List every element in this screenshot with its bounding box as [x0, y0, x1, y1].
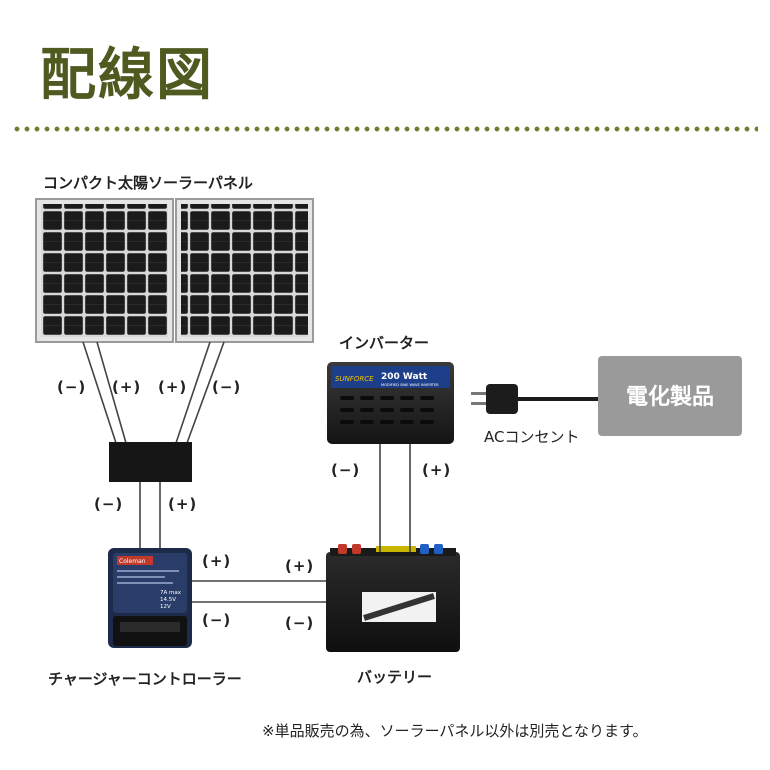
inverter: SUNFORCE 200 Watt MODIFIED SINE WAVE INV…	[327, 362, 454, 444]
battery-wires	[192, 580, 332, 603]
inverter-label: インバーター	[339, 334, 430, 352]
polarity-panel-right-neg: (−)	[212, 378, 242, 396]
controller-spec-3: 12V	[160, 604, 171, 610]
controller-brand: Coleman	[119, 558, 146, 565]
battery-label: バッテリー	[357, 668, 433, 686]
inverter-subtitle: MODIFIED SINE WAVE INVERTER	[381, 383, 439, 387]
appliance-label: 電化製品	[626, 384, 714, 410]
panel-wires	[82, 341, 225, 444]
page-title: 配線図	[40, 43, 214, 108]
charge-controller-label: チャージャーコントローラー	[48, 670, 242, 688]
polarity-panel-left-neg: (−)	[57, 378, 87, 396]
polarity-controller-out-pos: (+)	[202, 552, 232, 570]
inverter-brand: SUNFORCE	[335, 375, 374, 383]
polarity-panel-right-pos: (+)	[158, 378, 188, 396]
inverter-rating: 200 Watt	[381, 372, 428, 382]
polarity-junction-pos: (+)	[168, 495, 198, 513]
polarity-panel-left-pos: (+)	[112, 378, 142, 396]
solar-panel-label: コンパクト太陽ソーラーパネル	[43, 174, 253, 192]
battery	[326, 544, 460, 652]
controller-spec-2: 14.5V	[160, 597, 176, 603]
solar-panel	[35, 198, 314, 343]
ac-outlet-label: ACコンセント	[484, 428, 580, 446]
junction-box	[109, 442, 192, 482]
ac-plug	[471, 384, 604, 414]
polarity-controller-out-neg: (−)	[202, 611, 232, 629]
appliance-box: 電化製品	[598, 356, 742, 436]
polarity-junction-neg: (−)	[94, 495, 124, 513]
charge-controller: Coleman 7A max 14.5V 12V	[108, 548, 192, 648]
dotted-divider	[12, 126, 758, 132]
polarity-inverter-neg: (−)	[331, 461, 361, 479]
polarity-battery-in-pos: (+)	[285, 557, 315, 575]
polarity-battery-in-neg: (−)	[285, 614, 315, 632]
controller-spec-1: 7A max	[160, 590, 182, 596]
polarity-inverter-pos: (+)	[422, 461, 452, 479]
footnote: ※単品販売の為、ソーラーパネル以外は別売となります。	[262, 722, 648, 740]
junction-wires	[139, 482, 161, 553]
inverter-wires	[379, 442, 411, 552]
